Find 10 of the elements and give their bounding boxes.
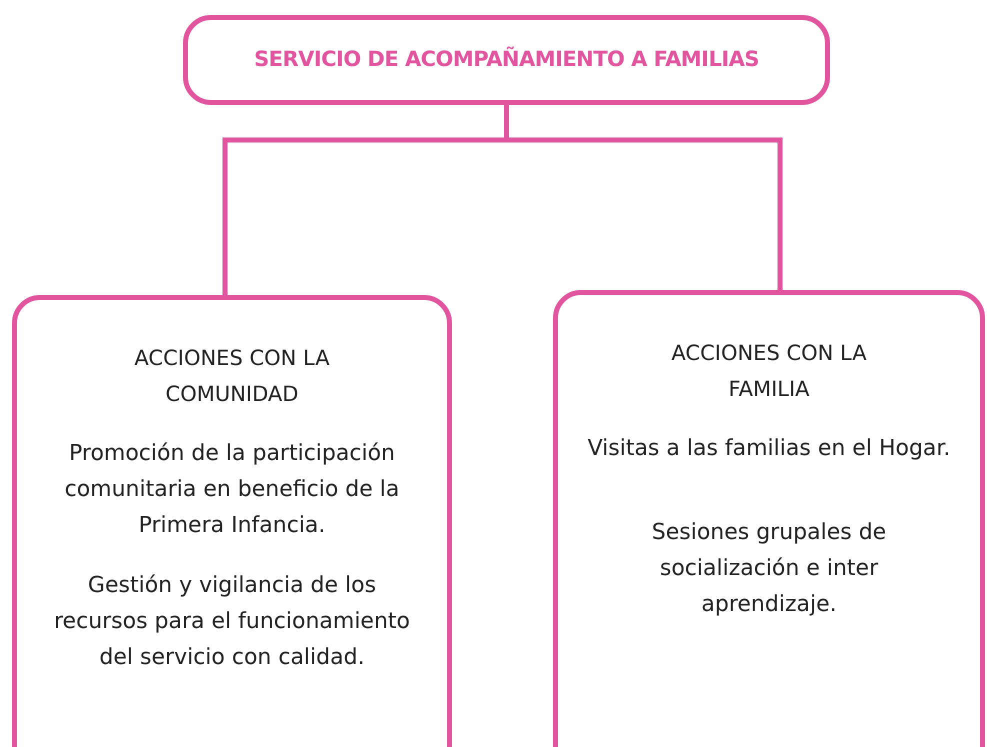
heading-text: ACCIONES CON LA COMUNIDAD (133, 345, 331, 408)
body-text: Gestión y vigilancia de los recursos para el funcionamiento del servicio con calidad. (53, 572, 411, 672)
body-text: Sesiones grupales de socialización e inter aprendizaje. (650, 519, 888, 619)
title-text: SERVICIO DE ACOMPAÑAMIENTO A FAMILIAS (254, 46, 759, 74)
title-box (183, 15, 830, 105)
content-box (553, 290, 985, 747)
content-box (12, 295, 452, 747)
body-text: Visitas a las familias en el Hogar. (588, 435, 950, 463)
body-text: Promoción de la participación comunitaria en beneficio de la Primera Infancia. (64, 440, 400, 540)
heading-text: ACCIONES CON LA FAMILIA (670, 340, 868, 403)
